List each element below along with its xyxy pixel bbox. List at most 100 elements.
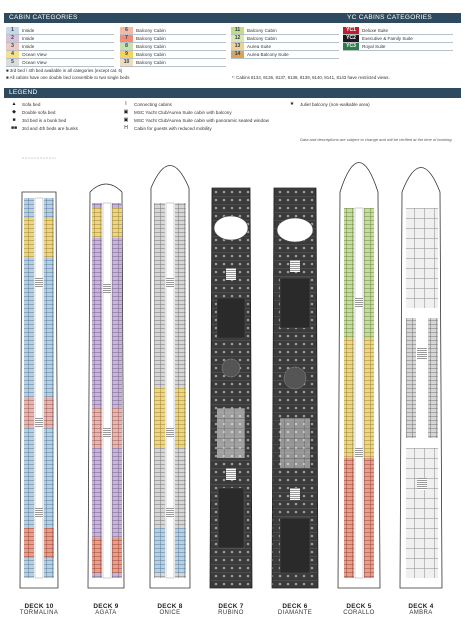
category-divider xyxy=(120,66,226,67)
category-divider xyxy=(120,50,226,51)
legend-symbol-icon: ■■ xyxy=(10,125,18,131)
category-divider xyxy=(231,34,339,35)
note-third-bed: ■ 3rd bed / 4th bed available in all cat… xyxy=(6,68,123,73)
deck-name: AMBRA xyxy=(409,610,433,616)
deck-8-plan xyxy=(149,165,191,589)
category-code: 1 xyxy=(6,27,19,34)
cabin-categories-title: CABIN CATEGORIES xyxy=(9,14,78,21)
category-label: Balcony Cabin xyxy=(136,60,166,65)
disclaimer: Data and descriptions are subject to cha… xyxy=(300,137,453,142)
category-label: Inside xyxy=(22,36,35,41)
category-label: Balcony Cabin xyxy=(136,52,166,57)
category-divider xyxy=(231,50,339,51)
category-label: Aurea Balcony Suite xyxy=(247,52,289,57)
yc-category-divider xyxy=(343,50,453,51)
legend-label: MSC Yacht Club/Aurea Suite cabin with pa… xyxy=(134,118,269,123)
legend-symbol-icon: I xyxy=(125,101,127,107)
deck-name: CORALLO xyxy=(343,610,375,616)
category-label: Ocean View xyxy=(22,60,47,65)
deck-6-plan xyxy=(271,187,319,589)
category-divider xyxy=(120,34,226,35)
yc-category-code: YC3 xyxy=(343,43,359,50)
category-label: Balcony Cabin xyxy=(247,28,277,33)
legend-symbol-icon: ▣ xyxy=(123,117,129,123)
category-code: 12 xyxy=(231,35,244,42)
legend-label: Connecting cabins xyxy=(134,102,172,107)
deck-number: DECK 4 xyxy=(408,603,434,610)
category-divider xyxy=(6,50,114,51)
category-code: 5 xyxy=(6,59,19,66)
deck-name: ONICE xyxy=(159,610,181,616)
deck-7-plan xyxy=(209,187,253,589)
legend-symbol-icon: ▲ xyxy=(11,101,17,107)
yc-categories-title: YC CABINS CATEGORIES xyxy=(347,14,432,21)
category-label: Inside xyxy=(22,28,35,33)
category-code: 13 xyxy=(231,43,244,50)
deck-name: DIAMANTE xyxy=(277,610,313,616)
category-label: Balcony Cabin xyxy=(136,28,166,33)
category-code: 4 xyxy=(6,51,19,58)
yc-category-label: Royal Suite xyxy=(362,44,386,49)
category-label: Inside xyxy=(22,44,35,49)
category-label: Ocean View xyxy=(22,52,47,57)
deck-number: DECK 6 xyxy=(282,603,308,610)
category-divider xyxy=(6,42,114,43)
deck-number: DECK 5 xyxy=(346,603,372,610)
note-double-bed: ■ All cabins have one double bed convert… xyxy=(6,75,130,80)
yc-category-label: Deluxe Suite xyxy=(362,28,389,33)
legend-title: LEGEND xyxy=(9,89,38,96)
yc-category-code: YC1 xyxy=(343,27,359,34)
legend-symbol-icon: ★ xyxy=(289,101,295,107)
category-label: Balcony Cabin xyxy=(136,44,166,49)
category-label: Balcony Cabin xyxy=(247,36,277,41)
category-divider xyxy=(231,42,339,43)
note-restricted-views: *: Cabins 8134, 8136, 8137, 8138, 8139, … xyxy=(232,75,390,80)
category-code: 14 xyxy=(231,51,244,58)
category-code: 2 xyxy=(6,35,19,42)
deck-number: DECK 8 xyxy=(157,603,183,610)
legend-label: Double sofa bed xyxy=(22,110,56,115)
yc-category-label: Executive & Family Suite xyxy=(362,36,413,41)
legend-label: Juliet balcony (non-walkable area) xyxy=(300,102,370,107)
deck-plans xyxy=(4,148,461,593)
yc-category-divider xyxy=(343,42,453,43)
deck-number: DECK 10 xyxy=(24,603,54,610)
category-code: 9 xyxy=(120,51,133,58)
category-code: 3 xyxy=(6,43,19,50)
yc-category-divider xyxy=(343,34,453,35)
deck-10-plan xyxy=(19,157,59,589)
deck-5-plan xyxy=(337,162,381,589)
category-code: 6 xyxy=(120,27,133,34)
yc-category-code: YC2 xyxy=(343,35,359,42)
deck-name: TORMALINA xyxy=(19,610,59,616)
deck-number: DECK 9 xyxy=(93,603,119,610)
legend-symbol-icon: ◆ xyxy=(12,109,16,115)
category-divider xyxy=(120,42,226,43)
category-divider xyxy=(120,58,226,59)
legend-label: Sofa bed xyxy=(22,102,41,107)
category-divider xyxy=(6,66,114,67)
category-code: 8 xyxy=(120,43,133,50)
legend-label: MSC Yacht Club/Aurea Suite cabin with ba… xyxy=(134,110,232,115)
category-code: 11 xyxy=(231,27,244,34)
category-code: 7 xyxy=(120,35,133,42)
legend-label: 3rd bed is a bunk bed xyxy=(22,118,67,123)
